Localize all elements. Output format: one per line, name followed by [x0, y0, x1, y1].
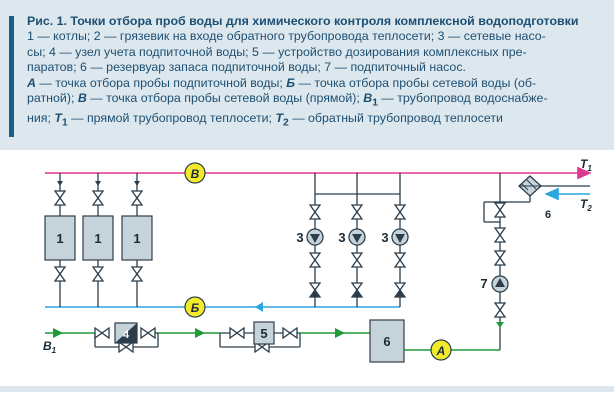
pump-label-3: 3 — [381, 230, 388, 245]
sample-point-b-label: Б — [191, 301, 200, 315]
sample-point-b — [184, 296, 206, 318]
boiler-label-3: 1 — [133, 231, 140, 246]
key-t2-sub: 2 — [283, 117, 289, 129]
tank-label: 6 — [383, 334, 390, 349]
diamond-label-6: 6 — [545, 209, 551, 221]
caption-line-1: 1 — котлы; 2 — грязевик на входе обратно… — [27, 29, 546, 44]
key-v-text: — точка отбора пробы сетевой воды (прямо… — [86, 91, 364, 106]
pump-label-1: 3 — [296, 230, 303, 245]
sample-point-v-label: В — [191, 167, 200, 181]
boiler-label-1: 1 — [56, 231, 63, 246]
key-a-text: — точка отбора пробы подпиточной воды; — [35, 75, 287, 90]
key-a: А — [27, 75, 36, 90]
caption-accent-bar — [9, 16, 14, 137]
key-b: Б — [286, 75, 296, 90]
key-v1-text: — трубопровод водоснабже- — [377, 91, 548, 106]
key-v: В — [77, 91, 87, 106]
key-b-text-cont: ратной); — [27, 91, 78, 106]
sample-point-a-label: А — [436, 344, 446, 358]
key-v1: В — [363, 91, 373, 106]
bottom-rule — [0, 386, 614, 392]
boiler-label-2: 1 — [94, 231, 101, 246]
caption-line-3: паратов; 6 — резервуар запаса подпиточно… — [27, 60, 466, 75]
figure-caption: Рис. 1. Точки отбора проб воды для химич… — [0, 0, 614, 150]
meter-label: 4 — [123, 329, 130, 341]
makeup-branch — [483, 173, 542, 350]
caption-line-5: ратной); В — точка отбора пробы сетевой … — [27, 91, 607, 111]
dosing-label: 5 — [260, 326, 267, 341]
caption-title: Рис. 1. Точки отбора проб воды для химич… — [27, 14, 579, 28]
caption-line-4: А — точка отбора пробы подпиточной воды;… — [27, 76, 607, 91]
key-v1-text-cont: ния; — [27, 110, 55, 125]
makeup-pump-label: 7 — [480, 276, 487, 291]
key-v1-sub: 1 — [372, 97, 378, 109]
key-b-text: — точка отбора пробы сетевой воды (об- — [295, 75, 537, 90]
key-t1-text: — прямой трубопровод теплосети; — [67, 110, 276, 125]
key-t2: Т — [275, 110, 284, 125]
return-arrow — [255, 302, 263, 312]
water-sampling-diagram: 1 1 1 3 3 3 6 7 — [43, 157, 592, 363]
caption-line-2: сы; 4 — узел учета подпиточной воды; 5 —… — [27, 44, 527, 59]
sample-point-v — [184, 162, 206, 184]
pump-label-2: 3 — [338, 230, 345, 245]
b1-label: В1 — [43, 339, 57, 355]
water-supply-line — [45, 319, 500, 363]
boiler-group — [44, 173, 153, 307]
key-t1-sub: 1 — [61, 117, 68, 129]
caption-text: Рис. 1. Точки отбора проб воды для химич… — [27, 14, 607, 131]
key-t2-text: — обратный трубопровод теплосети — [288, 110, 503, 125]
caption-line-6: ния; Т1 — прямой трубопровод теплосети; … — [27, 111, 607, 131]
t1-label: Т1 — [580, 157, 592, 173]
t2-label: Т2 — [580, 197, 592, 213]
network-pumps — [306, 173, 409, 307]
key-t1: Т — [54, 110, 62, 125]
sample-point-a — [430, 339, 452, 361]
